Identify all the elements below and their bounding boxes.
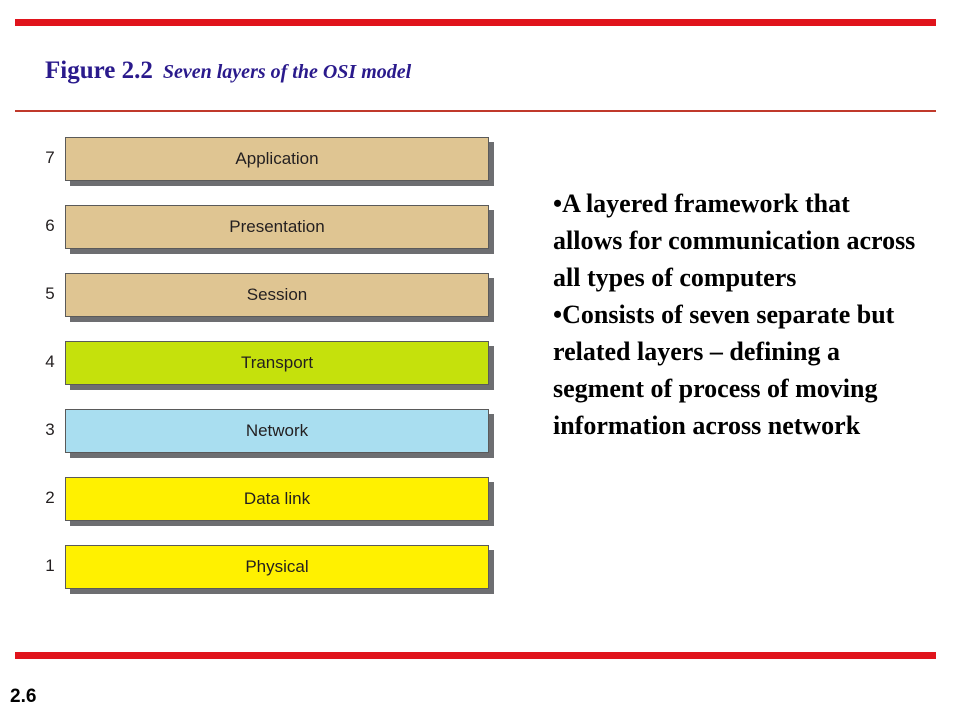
- layer-box: Presentation: [65, 205, 489, 249]
- figure-number: Figure 2.2: [45, 57, 153, 84]
- layer-number: 3: [45, 420, 55, 439]
- bullet-item: •A layered framework that allows for com…: [553, 189, 916, 292]
- slide-number: 2.6: [10, 686, 37, 707]
- layer-box: Session: [65, 273, 489, 317]
- layer-box: Network: [65, 409, 489, 453]
- title-underline: [15, 110, 936, 112]
- layer-box: Application: [65, 137, 489, 181]
- layer-number: 2: [45, 488, 55, 507]
- layer-number: 5: [45, 284, 55, 303]
- layer-number: 6: [45, 216, 55, 235]
- layer-box: Data link: [65, 477, 489, 521]
- layer-number: 7: [45, 148, 55, 167]
- bullet-list: •A layered framework that allows for com…: [553, 185, 923, 444]
- bullet-item: •Consists of seven separate but related …: [553, 300, 895, 440]
- figure-title: Figure 2.2 Seven layers of the OSI model: [45, 57, 411, 85]
- top-rule: [15, 19, 936, 26]
- osi-layer-diagram: 7 Application 6 Presentation 5 Session 4 Transp…: [0, 0, 520, 640]
- layer-box: Transport: [65, 341, 489, 385]
- layer-number: 4: [45, 352, 55, 371]
- layer-number: 1: [45, 556, 55, 575]
- layer-box: Physical: [65, 545, 489, 589]
- bottom-rule: [15, 652, 936, 659]
- figure-caption: Seven layers of the OSI model: [162, 61, 412, 83]
